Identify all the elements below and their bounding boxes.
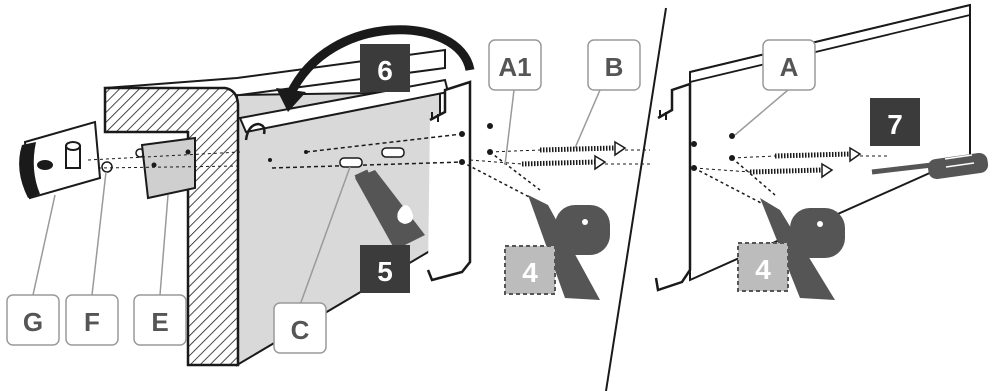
drill-icon — [693, 157, 845, 300]
svg-text:A: A — [780, 52, 799, 82]
step-badge-7: 7 — [870, 98, 920, 146]
leader-line — [32, 194, 56, 296]
axis-line — [489, 149, 541, 153]
glue-tube-icon — [354, 169, 425, 250]
leader-line — [299, 166, 351, 306]
drill-icon — [461, 151, 610, 300]
part-e-plate — [140, 136, 196, 200]
screw-b — [539, 140, 627, 157]
shelf-assembly-left — [103, 48, 493, 367]
bracket-hole — [729, 133, 735, 139]
svg-text:A1: A1 — [498, 52, 531, 82]
label-b: B — [587, 39, 641, 91]
axis-line — [305, 133, 463, 153]
label-c: C — [273, 302, 327, 354]
bracket-a1 — [426, 80, 472, 282]
svg-text:G: G — [23, 307, 43, 337]
curved-arrow-icon — [285, 25, 475, 97]
bracket-a-lip — [659, 110, 667, 120]
label-f: F — [65, 294, 119, 346]
svg-text:F: F — [84, 307, 100, 337]
svg-text:B: B — [605, 52, 624, 82]
step-badge-4-left: 4 — [504, 245, 556, 295]
screwdriver-icon — [871, 152, 989, 180]
screw-right — [774, 146, 862, 163]
step-badge-5: 5 — [360, 245, 410, 293]
dowel-c — [381, 147, 405, 158]
panel-hole — [268, 158, 272, 162]
axis-line — [469, 159, 523, 165]
svg-text:6: 6 — [377, 55, 393, 86]
dowel-c — [339, 157, 363, 168]
part-f-nut — [101, 148, 145, 173]
axis-line — [271, 161, 463, 169]
svg-text:4: 4 — [522, 257, 538, 288]
leader-line — [574, 89, 601, 149]
leader-line — [734, 89, 789, 136]
rail-hook — [244, 122, 266, 141]
label-g: G — [6, 294, 60, 346]
screw-b — [521, 154, 607, 171]
bracket-a — [654, 82, 692, 292]
divider-line — [605, 7, 667, 391]
svg-text:7: 7 — [887, 109, 903, 140]
section-profile — [103, 86, 240, 367]
bracket-a1-lip — [431, 112, 439, 122]
label-e: E — [133, 294, 187, 346]
svg-text:5: 5 — [377, 256, 393, 287]
leader-line — [91, 171, 107, 296]
svg-text:4: 4 — [755, 254, 771, 285]
bracket-hole — [487, 123, 493, 129]
leader-line — [504, 89, 515, 166]
part-g-cap — [19, 120, 102, 200]
shelf-assembly-right — [654, 3, 971, 292]
axis-line — [731, 155, 776, 159]
svg-text:E: E — [151, 307, 168, 337]
bracket-hole — [691, 141, 697, 147]
step-badge-4-right: 4 — [737, 242, 789, 292]
label-a: A — [762, 39, 816, 91]
leader-line — [159, 194, 169, 296]
label-a1: A1 — [488, 39, 542, 91]
arrow-head-icon — [276, 88, 306, 112]
axis-line — [87, 151, 241, 161]
right-top-edge — [689, 4, 971, 83]
step-badge-6: 6 — [360, 44, 410, 92]
screw-right — [749, 162, 834, 179]
svg-text:C: C — [291, 315, 310, 345]
